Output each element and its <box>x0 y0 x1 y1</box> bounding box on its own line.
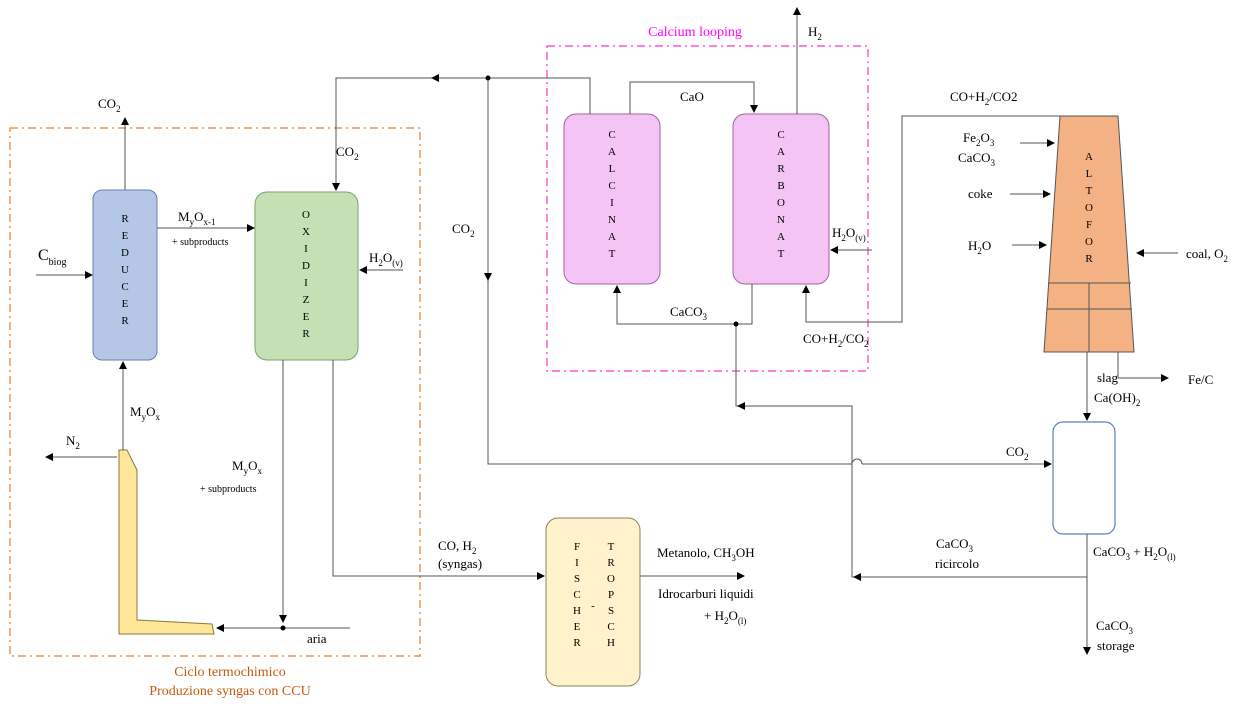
ccu-group-frame <box>9 127 421 657</box>
fischer-tropsch-unit <box>545 517 641 687</box>
caco3-ricircolo-2: ricircolo <box>935 556 979 571</box>
subproducts-1: + subproducts <box>172 237 229 248</box>
storage-tank <box>1052 421 1116 535</box>
caco3-feed-label: CaCO3 <box>958 150 996 168</box>
svg-text:-: - <box>591 600 595 612</box>
coal-o2-label: coal, O2 <box>1186 246 1228 264</box>
h2o-af-label: H2O <box>968 238 991 256</box>
co2-oxidizer-label: CO2 <box>336 144 359 162</box>
fe2o3-label: Fe2O3 <box>963 130 995 148</box>
co2-tank-label: CO2 <box>1006 444 1029 462</box>
c-biog-label: Cbiog <box>38 247 66 268</box>
coke-label: coke <box>968 186 993 201</box>
flow-lines <box>36 7 1178 655</box>
myox-out-label: MyOx <box>232 458 262 476</box>
slag-label: slag <box>1097 370 1118 385</box>
co-h2-co2-in: CO+H2/CO2 <box>803 331 868 349</box>
altofor-unit <box>1043 115 1135 353</box>
myox-1-label: MyOx-1 <box>178 209 215 227</box>
oxidizer-unit <box>254 191 359 361</box>
junction-dots <box>280 75 739 631</box>
h2o-l-ft-label: + H2O(l) <box>704 608 746 626</box>
h2o-v-oxidizer: H2O(v) <box>369 250 403 268</box>
syngas-label: (syngas) <box>438 556 482 571</box>
caco3-storage-1: CaCO3 <box>1096 618 1134 636</box>
subproducts-2: + subproducts <box>200 484 257 495</box>
caco3-ricircolo-1: CaCO3 <box>936 536 974 554</box>
idrocarburi-label: Idrocarburi liquidi <box>658 586 754 601</box>
n2-label: N2 <box>66 433 80 451</box>
fe-c-label: Fe/C <box>1188 372 1213 387</box>
co-h2-co2-top: CO+H2/CO2 <box>950 89 1017 107</box>
ccu-group-title-2: Produzione syngas con CCU <box>149 684 310 699</box>
h2-top-label: H2 <box>808 24 822 42</box>
carbonat-unit <box>732 113 830 285</box>
ccu-group-title-1: Ciclo termochimico <box>174 665 286 680</box>
h2o-v-carbonat: H2O(v) <box>832 225 866 243</box>
calcium-group-frame <box>546 45 869 372</box>
cao-label: CaO <box>680 89 704 104</box>
caco3-h2o-label: CaCO3 + H2O(l) <box>1093 544 1176 562</box>
solids-riser <box>118 449 215 635</box>
caco3-storage-2: storage <box>1097 638 1135 653</box>
metanolo-label: Metanolo, CH3OH <box>657 545 755 563</box>
myox-return-label: MyOx <box>130 404 160 422</box>
co2-mid-label: CO2 <box>452 221 475 239</box>
caoh2-label: Ca(OH)2 <box>1094 390 1140 408</box>
co2-reducer-top: CO2 <box>98 96 121 114</box>
calcium-group-title: Calcium looping <box>648 25 742 40</box>
co-h2-label: CO, H2 <box>438 538 476 556</box>
aria-label: aria <box>307 631 327 646</box>
calcinat-unit <box>563 113 661 285</box>
caco3-loop-label: CaCO3 <box>670 304 708 322</box>
